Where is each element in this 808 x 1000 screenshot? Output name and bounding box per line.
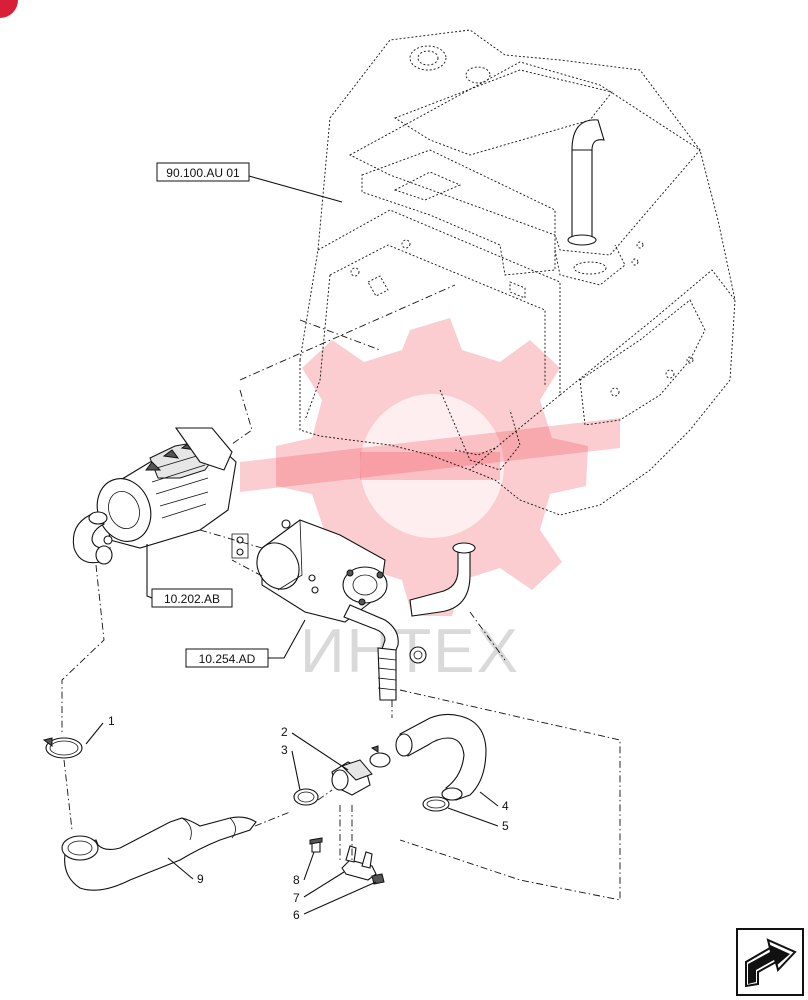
callout-6: 6: [293, 908, 300, 922]
part-4-elbow-pipe: [395, 713, 487, 801]
part-5-clamp: [422, 796, 450, 812]
reference-cab-label: 90.100.AU 01: [166, 166, 240, 180]
air-filter-assembly: [72, 427, 237, 565]
part-8-bolt: [309, 837, 323, 853]
callout-4: 4: [502, 799, 509, 813]
part-7-bracket: [341, 845, 377, 881]
reference-air-filter-label: 10.202.AB: [164, 592, 220, 606]
next-page-arrow-icon[interactable]: [736, 928, 804, 996]
reference-cab[interactable]: 90.100.AU 01: [156, 162, 250, 182]
part-6-nut: [371, 873, 385, 885]
callout-5: 5: [502, 819, 509, 833]
reference-muffler[interactable]: 10.254.AD: [185, 648, 269, 668]
part-3-clamp: [293, 788, 319, 806]
assembly-lines: [61, 284, 621, 901]
watermark-text: ИНТЕХ: [300, 617, 520, 686]
red-badge-icon: [0, 0, 18, 18]
part-1-clamp: [42, 737, 83, 759]
callout-1: 1: [108, 714, 115, 728]
callout-8: 8: [293, 873, 300, 887]
clamp-upper: [369, 745, 391, 768]
callout-2: 2: [281, 725, 288, 739]
callouts: 1 2 3 4 5 6 7 8 9: [85, 714, 509, 922]
callout-3: 3: [281, 743, 288, 757]
callout-7: 7: [293, 891, 300, 905]
muffler-assembly: [231, 519, 476, 701]
callout-9: 9: [197, 872, 204, 886]
watermark-gear-icon: [240, 318, 620, 616]
part-9-hose: [61, 816, 257, 891]
reference-air-filter[interactable]: 10.202.AB: [151, 588, 233, 608]
reference-muffler-label: 10.254.AD: [199, 652, 256, 666]
machine-chassis: [299, 29, 736, 516]
part-2-coupling: [331, 759, 373, 796]
